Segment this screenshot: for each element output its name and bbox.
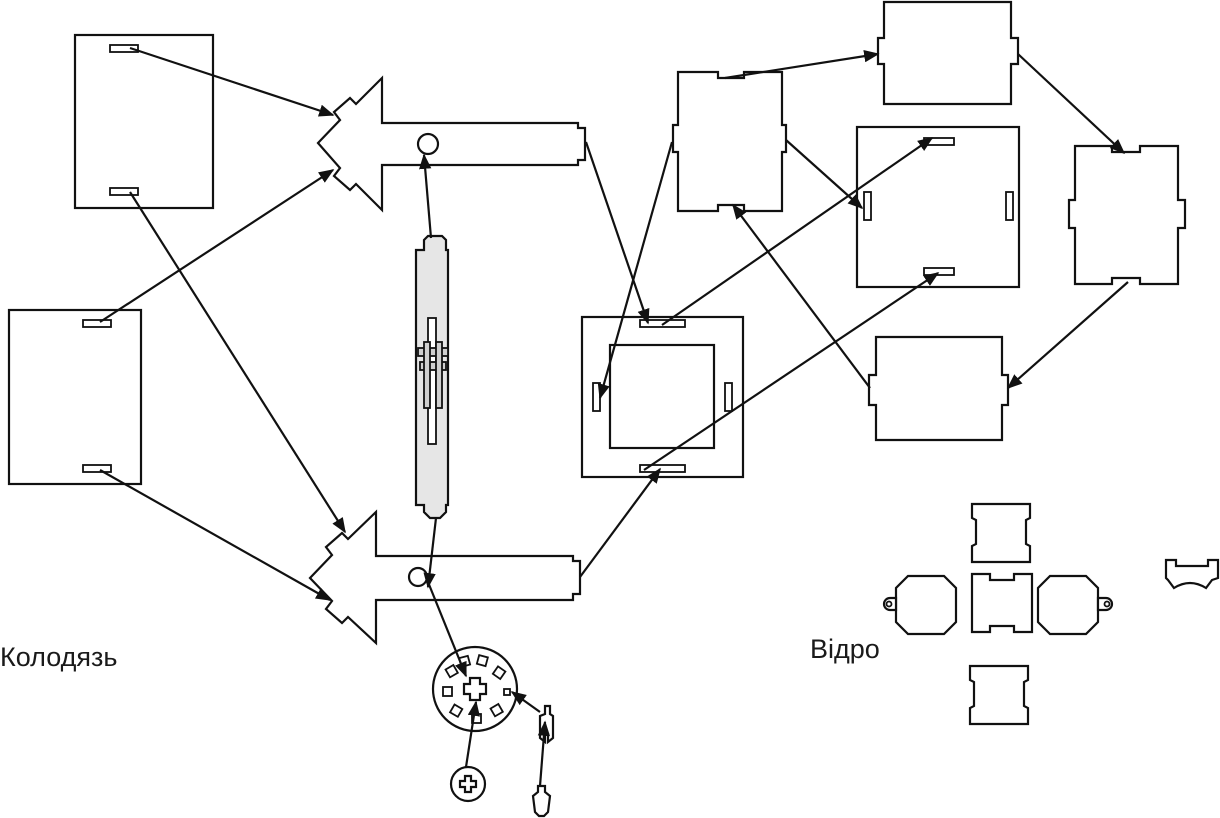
bucket-part-top — [970, 502, 1032, 564]
bucket-part-left — [882, 574, 958, 636]
gable-panel-middle — [867, 335, 1010, 442]
label-bucket: Відро — [810, 634, 880, 664]
roof-panel-small — [671, 70, 788, 213]
bucket-part-right — [1036, 574, 1114, 636]
bucket-part-center — [970, 572, 1034, 634]
gable-panel-right — [1067, 144, 1187, 286]
side-panel-bottom-left — [7, 308, 143, 486]
label-well: Колодязь — [0, 642, 118, 672]
post-top — [316, 75, 587, 213]
roof-panel-top-right — [876, 0, 1020, 106]
center-frame — [580, 315, 745, 479]
bucket-part-bottom — [968, 664, 1030, 726]
handle-pin-top — [538, 704, 555, 745]
winch-wheel — [431, 645, 519, 733]
roof-panel-square — [855, 125, 1021, 289]
knob — [449, 765, 487, 803]
assembly-arrows — [99, 46, 1129, 787]
shaft — [414, 234, 450, 520]
side-panel-top-left — [73, 33, 215, 210]
bucket-handle — [1164, 558, 1220, 590]
handle-pin-bottom — [531, 784, 552, 818]
